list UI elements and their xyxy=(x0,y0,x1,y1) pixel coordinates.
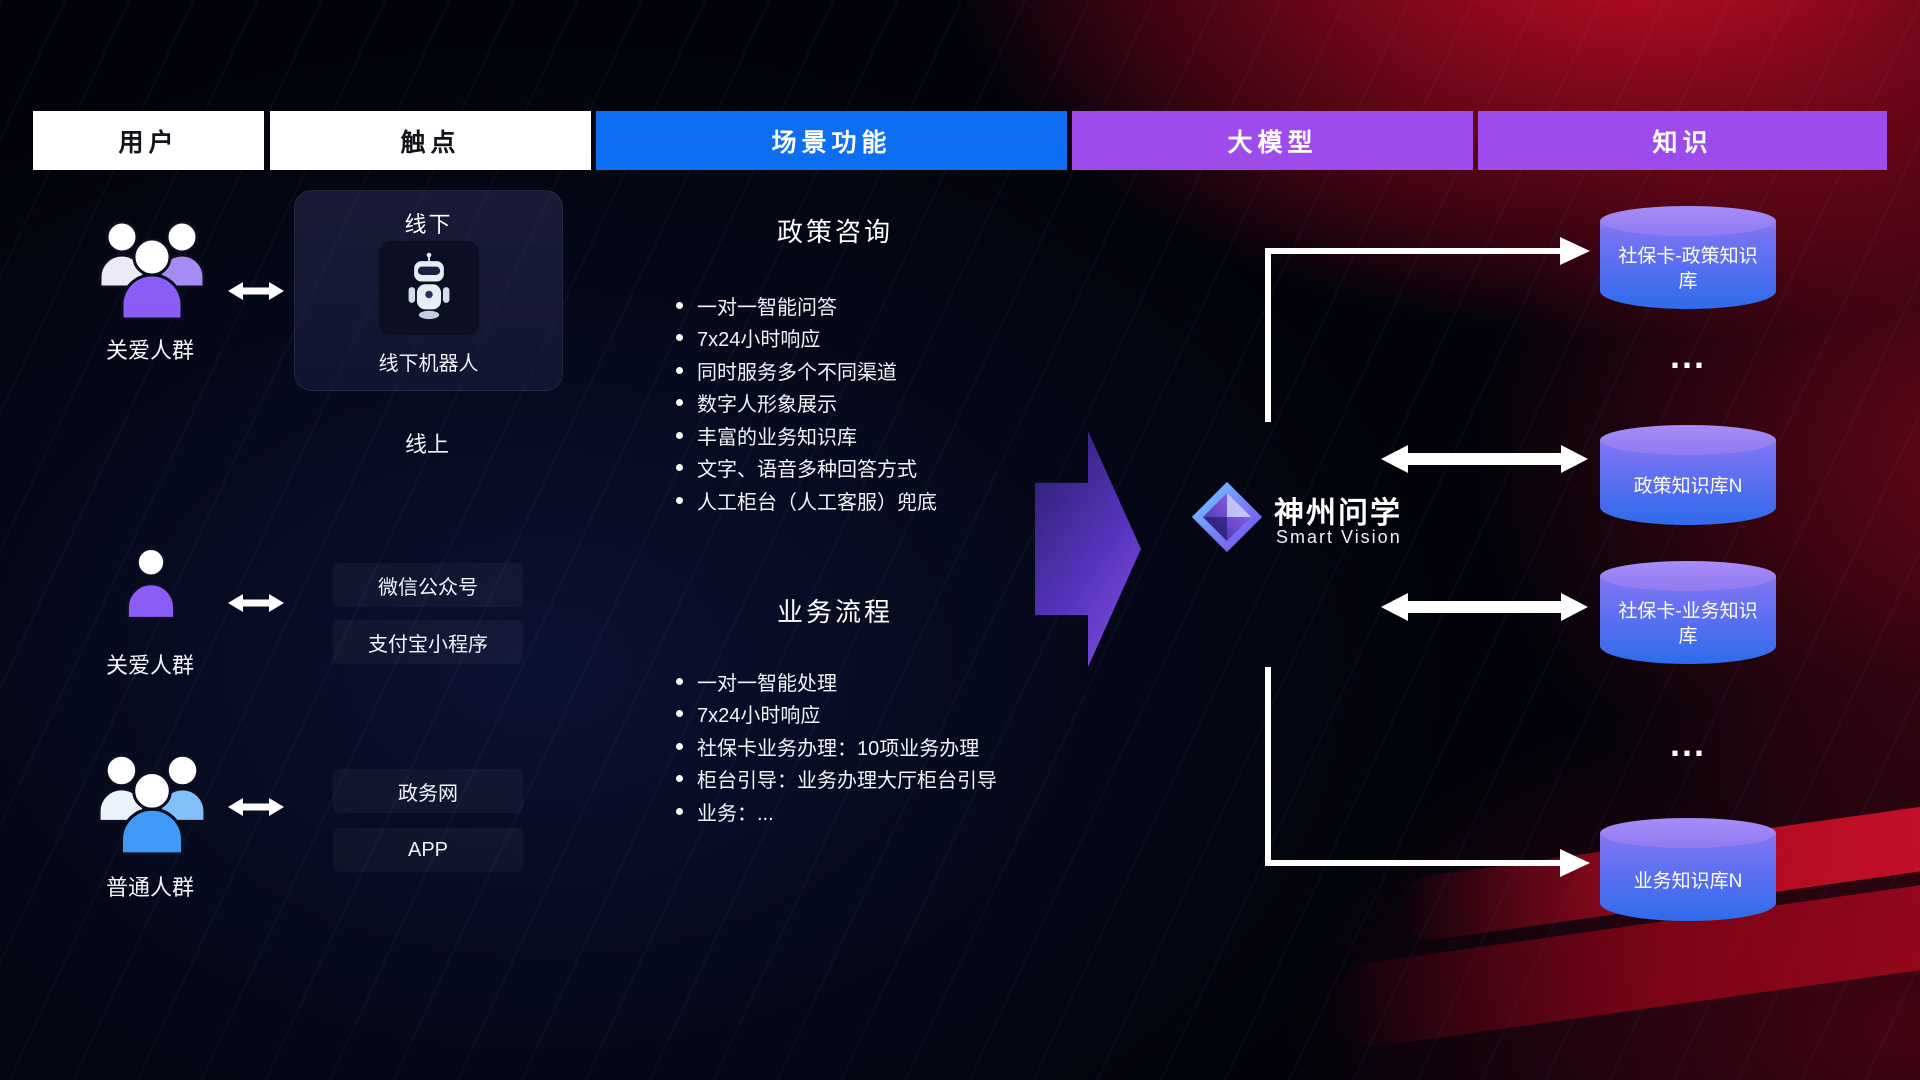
cylinder-body: 社保卡-业务知识库 xyxy=(1600,576,1776,664)
scenario-bullet: 一对一智能问答 xyxy=(676,289,937,322)
scenario-title-business: 业务流程 xyxy=(776,597,893,627)
knowledge-connector-arrows xyxy=(1265,237,1590,877)
flow-arrow-right xyxy=(1035,431,1141,667)
scenario-bullet: 一对一智能处理 xyxy=(676,665,997,698)
user-normal-label: 普通人群 xyxy=(105,875,194,900)
scenario-bullet: 社保卡业务办理：10项业务办理 xyxy=(676,730,997,763)
person-icon xyxy=(126,547,176,620)
policy-bullet-list: 一对一智能问答 7x24小时响应 同时服务多个不同渠道 数字人形象展示 丰富的业… xyxy=(676,289,937,517)
scenario-bullet: 业务：... xyxy=(676,795,997,828)
knowledge-cylinder-policy-n: 政策知识库N xyxy=(1600,425,1776,525)
cylinder-top xyxy=(1600,425,1776,455)
ellipsis-dots: ... xyxy=(1669,723,1706,764)
model-name: 神州问学 xyxy=(1274,497,1402,530)
knowledge-cylinder-business-n: 业务知识库N xyxy=(1600,818,1776,921)
scenario-bullet: 丰富的业务知识库 xyxy=(676,419,937,452)
offline-robot-label: 线下机器人 xyxy=(378,353,479,375)
double-arrow-icon xyxy=(228,798,284,816)
channel-alipay: 支付宝小程序 xyxy=(333,620,523,664)
knowledge-base-label: 社保卡-政策知识库 xyxy=(1618,246,1758,292)
scenario-bullet: 人工柜台（人工客服）兜底 xyxy=(676,484,937,517)
user-group-label: 关爱人群 xyxy=(105,338,194,363)
scenario-bullet: 同时服务多个不同渠道 xyxy=(676,354,937,387)
scenario-bullet: 7x24小时响应 xyxy=(676,698,997,731)
business-bullet-list: 一对一智能处理 7x24小时响应 社保卡业务办理：10项业务办理 柜台引导：业务… xyxy=(676,665,997,828)
double-arrow-icon xyxy=(228,282,284,300)
header-model: 大模型 xyxy=(1072,111,1473,170)
ellipsis-dots: ... xyxy=(1669,335,1706,376)
header-knowledge: 知识 xyxy=(1478,111,1887,170)
people-group-icon xyxy=(97,753,207,856)
robot-panel xyxy=(379,241,479,335)
offline-title: 线下 xyxy=(404,212,453,237)
scenario-bullet: 柜台引导：业务办理大厅柜台引导 xyxy=(676,763,997,796)
header-scenarios: 场景功能 xyxy=(596,111,1067,170)
knowledge-base-label: 社保卡-业务知识库 xyxy=(1618,601,1758,647)
cylinder-top xyxy=(1600,206,1776,236)
knowledge-base-label: 政策知识库N xyxy=(1633,476,1743,498)
cylinder-top xyxy=(1600,818,1776,848)
offline-touchpoint-card: 线下 线下机器人 xyxy=(294,190,563,391)
double-arrow-icon xyxy=(228,594,284,612)
scenario-bullet: 7x24小时响应 xyxy=(676,322,937,355)
scenario-bullet: 数字人形象展示 xyxy=(676,387,937,420)
user-single-label: 关爱人群 xyxy=(105,653,194,678)
online-label: 线上 xyxy=(404,432,449,457)
channel-app: APP xyxy=(333,828,523,872)
scenario-bullet: 文字、语音多种回答方式 xyxy=(676,452,937,485)
scenario-title-policy: 政策咨询 xyxy=(776,217,893,247)
knowledge-base-label: 业务知识库N xyxy=(1633,870,1743,892)
knowledge-cylinder-business-sscard: 社保卡-业务知识库 xyxy=(1600,561,1776,664)
knowledge-cylinder-policy-sscard: 社保卡-政策知识库 xyxy=(1600,206,1776,309)
people-group-icon xyxy=(98,220,206,321)
cylinder-top xyxy=(1600,561,1776,591)
header-users: 用户 xyxy=(33,111,264,170)
header-touchpoints: 触点 xyxy=(270,111,591,170)
diamond-gem-icon xyxy=(1191,481,1263,553)
model-subtitle: Smart Vision xyxy=(1276,527,1402,547)
robot-icon xyxy=(408,252,450,320)
channel-wechat: 微信公众号 xyxy=(333,563,523,607)
cylinder-body: 业务知识库N xyxy=(1600,833,1776,921)
channel-govweb: 政务网 xyxy=(333,769,523,813)
